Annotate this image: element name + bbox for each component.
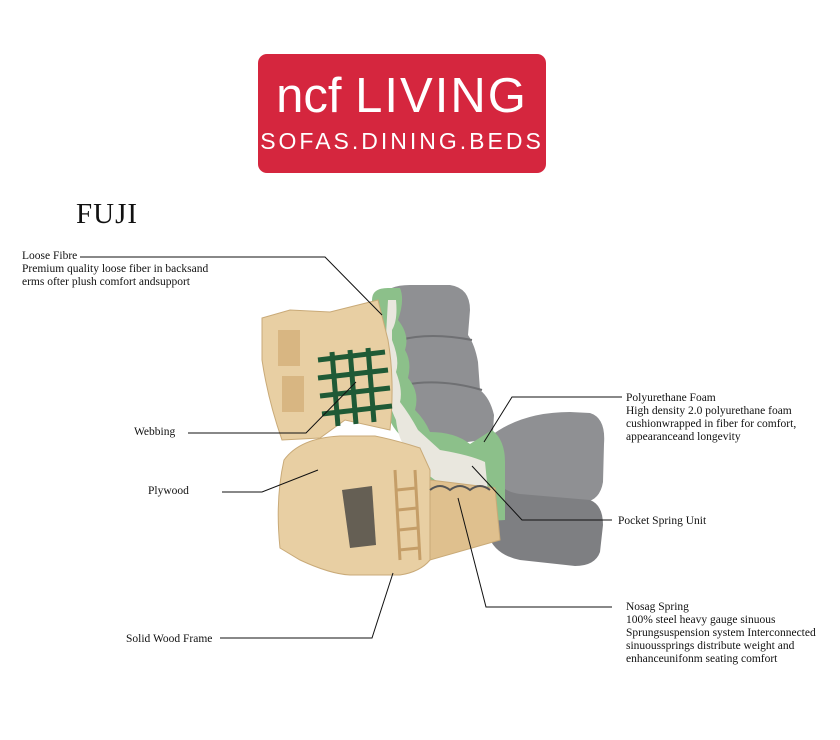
callout-loose-fibre-line-1: Premium quality loose fiber in backsand [22, 263, 209, 275]
leader-loose-fibre [80, 256, 383, 316]
webbing [317, 347, 393, 427]
leader-lines [80, 256, 622, 639]
callout-loose-fibre-title: Loose Fibre [22, 250, 78, 262]
seat-front [488, 470, 603, 566]
callout-pocket-spring-unit-title: Pocket Spring Unit [618, 515, 707, 527]
callout-polyurethane-foam-line-2: cushionwrapped in fiber for comfort, [626, 418, 797, 430]
callout-plywood-title: Plywood [148, 485, 189, 497]
leader-nosag-spring [457, 497, 612, 608]
leader-plywood [222, 469, 319, 493]
leader-pocket-spring [471, 465, 612, 521]
leader-solid-wood-frame [220, 572, 394, 639]
product-title: FUJI [76, 198, 139, 230]
callout-pocket-spring-unit: Pocket Spring Unit [618, 515, 706, 528]
callout-plywood: Plywood [148, 485, 189, 498]
callout-nosag-spring-line-2: Sprungsuspension system Interconnected [626, 627, 816, 639]
callout-solid-wood-frame-title: Solid Wood Frame [126, 633, 213, 645]
recliner-mechanism [342, 486, 376, 548]
leader-polyurethane-foam [483, 396, 622, 443]
callout-nosag-spring-line-1: 100% steel heavy gauge sinuous [626, 614, 776, 626]
callout-polyurethane-foam: Polyurethane Foam High density 2.0 polyu… [626, 392, 796, 444]
logo-tagline: SOFAS.DINING.BEDS [260, 128, 544, 154]
ladder-rails [393, 469, 422, 561]
callout-nosag-spring-line-4: enhanceunifonm seating comfort [626, 653, 778, 665]
callout-nosag-spring-title: Nosag Spring [626, 601, 689, 613]
logo-name: LIVING [355, 69, 528, 123]
callout-loose-fibre: Loose Fibre Premium quality loose fiber … [22, 250, 208, 289]
callout-webbing-title: Webbing [134, 426, 176, 438]
callout-nosag-spring: Nosag Spring 100% steel heavy gauge sinu… [626, 601, 816, 666]
back-frame-panel-2 [282, 376, 304, 412]
callout-webbing: Webbing [134, 426, 175, 439]
callout-nosag-spring-line-3: sinuoussprings distribute weight and [626, 640, 795, 652]
callout-solid-wood-frame: Solid Wood Frame [126, 633, 212, 646]
callout-polyurethane-foam-line-3: appearanceand longevity [626, 431, 741, 443]
callout-polyurethane-foam-title: Polyurethane Foam [626, 392, 716, 404]
base-side [429, 479, 501, 561]
back-frame-panel-1 [278, 330, 300, 366]
brand-logo: ncf LIVING SOFAS.DINING.BEDS [258, 54, 546, 173]
seat-cushion [488, 412, 605, 502]
callout-polyurethane-foam-line-1: High density 2.0 polyurethane foam [626, 405, 792, 417]
logo-wordmark: ncf LIVING [258, 68, 546, 124]
logo-brand: ncf [276, 69, 342, 123]
nosag-spring [429, 485, 491, 492]
leader-webbing [188, 381, 357, 434]
callout-loose-fibre-line-2: erms ofter plush comfort andsupport [22, 276, 190, 288]
